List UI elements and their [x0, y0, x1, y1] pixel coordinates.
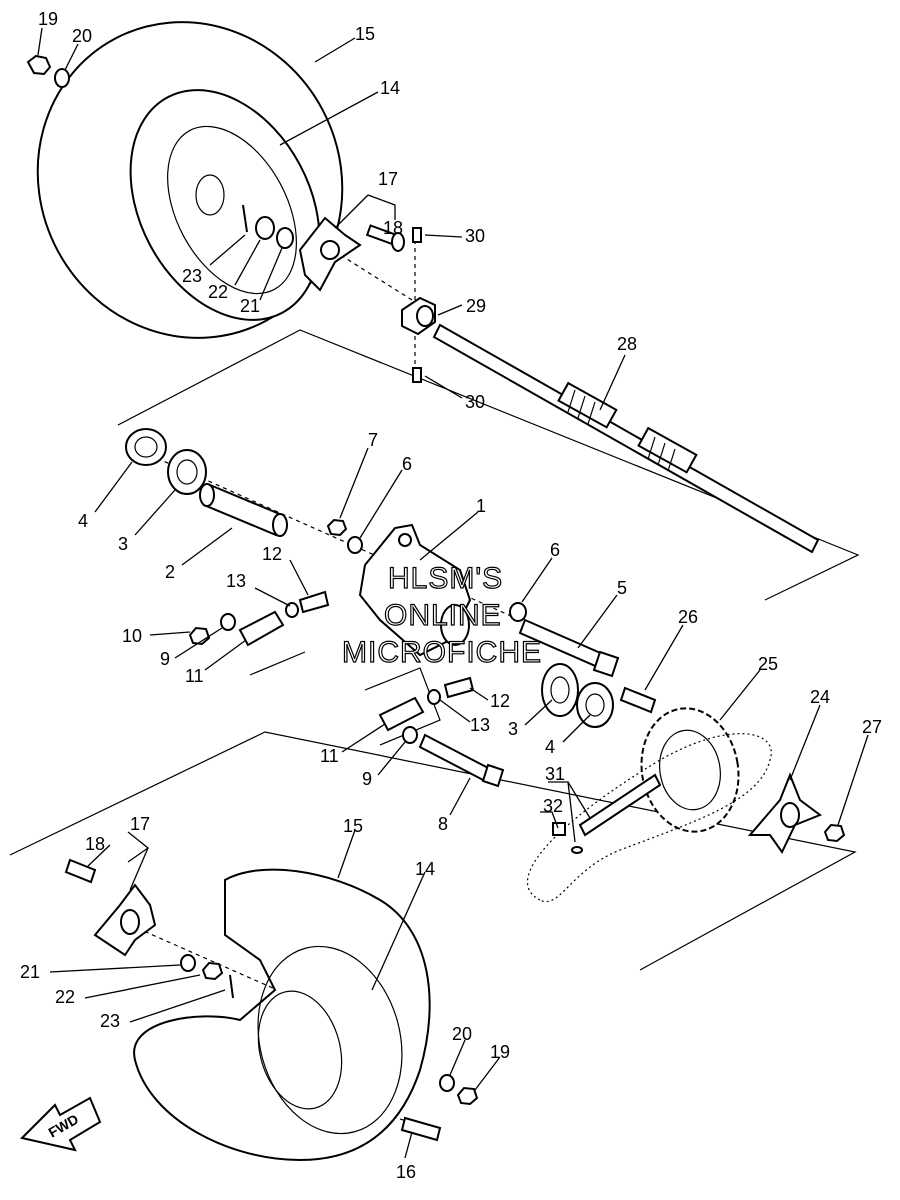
axle-housing: [358, 523, 472, 657]
callout-14-upper: 14: [380, 78, 400, 98]
callout-19-upper: 19: [38, 9, 58, 29]
upper-nut-washer-pin: [242, 204, 294, 249]
callout-19-lower: 19: [490, 1042, 510, 1062]
hub-nut: [823, 823, 846, 843]
callout-29: 29: [466, 296, 486, 316]
callout-18-upper: 18: [383, 218, 403, 238]
callout-4-right: 4: [545, 737, 555, 757]
callout-26: 26: [678, 607, 698, 627]
sprocket-hub: [747, 772, 823, 854]
callout-24: 24: [810, 687, 830, 707]
upper-bolt: [365, 224, 405, 252]
callout-11-left: 11: [185, 666, 204, 686]
tire-valve: [400, 1116, 442, 1142]
callout-17-lower: 17: [130, 814, 150, 834]
callout-2: 2: [165, 562, 175, 582]
callout-22-upper: 22: [208, 282, 228, 302]
callout-23-upper: 23: [182, 266, 202, 286]
callout-30-upper: 30: [465, 226, 485, 246]
lower-nut-washer-outer: [439, 1074, 479, 1106]
callout-14-lower: 14: [415, 859, 435, 879]
housing-nut-washer: [326, 518, 527, 622]
lower-bolt: [64, 858, 97, 884]
callout-8: 8: [438, 814, 448, 834]
upper-hub: [298, 216, 362, 292]
left-seal-bearing: [125, 428, 207, 495]
callout-28: 28: [617, 334, 637, 354]
callout-labels: 19 20 15 14 17 18 30 23 22 21 29 28 30 4…: [20, 9, 882, 1182]
sprocket-bolt: [619, 686, 657, 714]
callout-12-right: 12: [490, 691, 510, 711]
callout-13-left: 13: [226, 571, 246, 591]
callout-21-upper: 21: [240, 296, 260, 316]
callout-21-lower: 21: [20, 962, 40, 982]
spacer-tube: [199, 483, 288, 537]
left-adjuster: [188, 590, 330, 647]
leader-lines: [37, 27, 869, 1159]
callout-9-left: 9: [160, 649, 170, 669]
callout-5: 5: [617, 578, 627, 598]
watermark-line-3: MICROFICHE: [342, 636, 542, 669]
watermark-line-2: ONLINE: [384, 599, 502, 632]
watermark-line-1: HLSM'S: [388, 562, 503, 595]
callout-17-upper: 17: [378, 169, 398, 189]
callout-15-lower: 15: [343, 816, 363, 836]
callout-12-left: 12: [262, 544, 282, 564]
callout-6-left: 6: [402, 454, 412, 474]
callout-1: 1: [476, 496, 486, 516]
callout-27: 27: [862, 717, 882, 737]
fwd-arrow-icon: FWD: [20, 1096, 102, 1152]
callout-3-right: 3: [508, 719, 518, 739]
callout-6-right: 6: [550, 540, 560, 560]
callout-30-lower: 30: [465, 392, 485, 412]
lower-hub: [93, 883, 157, 957]
adjuster-bolt: [418, 733, 505, 788]
callout-9-right: 9: [362, 769, 372, 789]
callout-3-left: 3: [118, 534, 128, 554]
upper-wheel-assembly: [36, 21, 344, 339]
callout-25: 25: [758, 654, 778, 674]
drive-chain: [527, 733, 772, 903]
callout-15-upper: 15: [355, 24, 375, 44]
lower-nut-washer-pin: [180, 954, 234, 999]
lower-wheel-assembly: [133, 868, 431, 1162]
right-adjuster: [378, 676, 475, 744]
watermark: HLSM'S ONLINE MICROFICHE: [341, 561, 542, 669]
callout-32: 32: [543, 796, 563, 816]
callout-22-lower: 22: [55, 987, 75, 1007]
callout-31: 31: [545, 764, 565, 784]
sprocket: [640, 707, 740, 833]
callout-20-lower: 20: [452, 1024, 472, 1044]
callout-10: 10: [122, 626, 142, 646]
callout-16: 16: [396, 1162, 416, 1182]
callout-7: 7: [368, 430, 378, 450]
callout-4-left: 4: [78, 511, 88, 531]
callout-20-upper: 20: [72, 26, 92, 46]
callout-11-right: 11: [320, 746, 339, 766]
long-bolt: [518, 618, 620, 678]
rear-axle-shaft: [432, 323, 820, 554]
upper-nut-washer-outer: [26, 54, 70, 88]
callout-13-right: 13: [470, 715, 490, 735]
axle-nut-and-nipples: [401, 227, 436, 383]
callout-18-lower: 18: [85, 834, 105, 854]
right-seal-bearing: [541, 663, 614, 728]
callout-23-lower: 23: [100, 1011, 120, 1031]
